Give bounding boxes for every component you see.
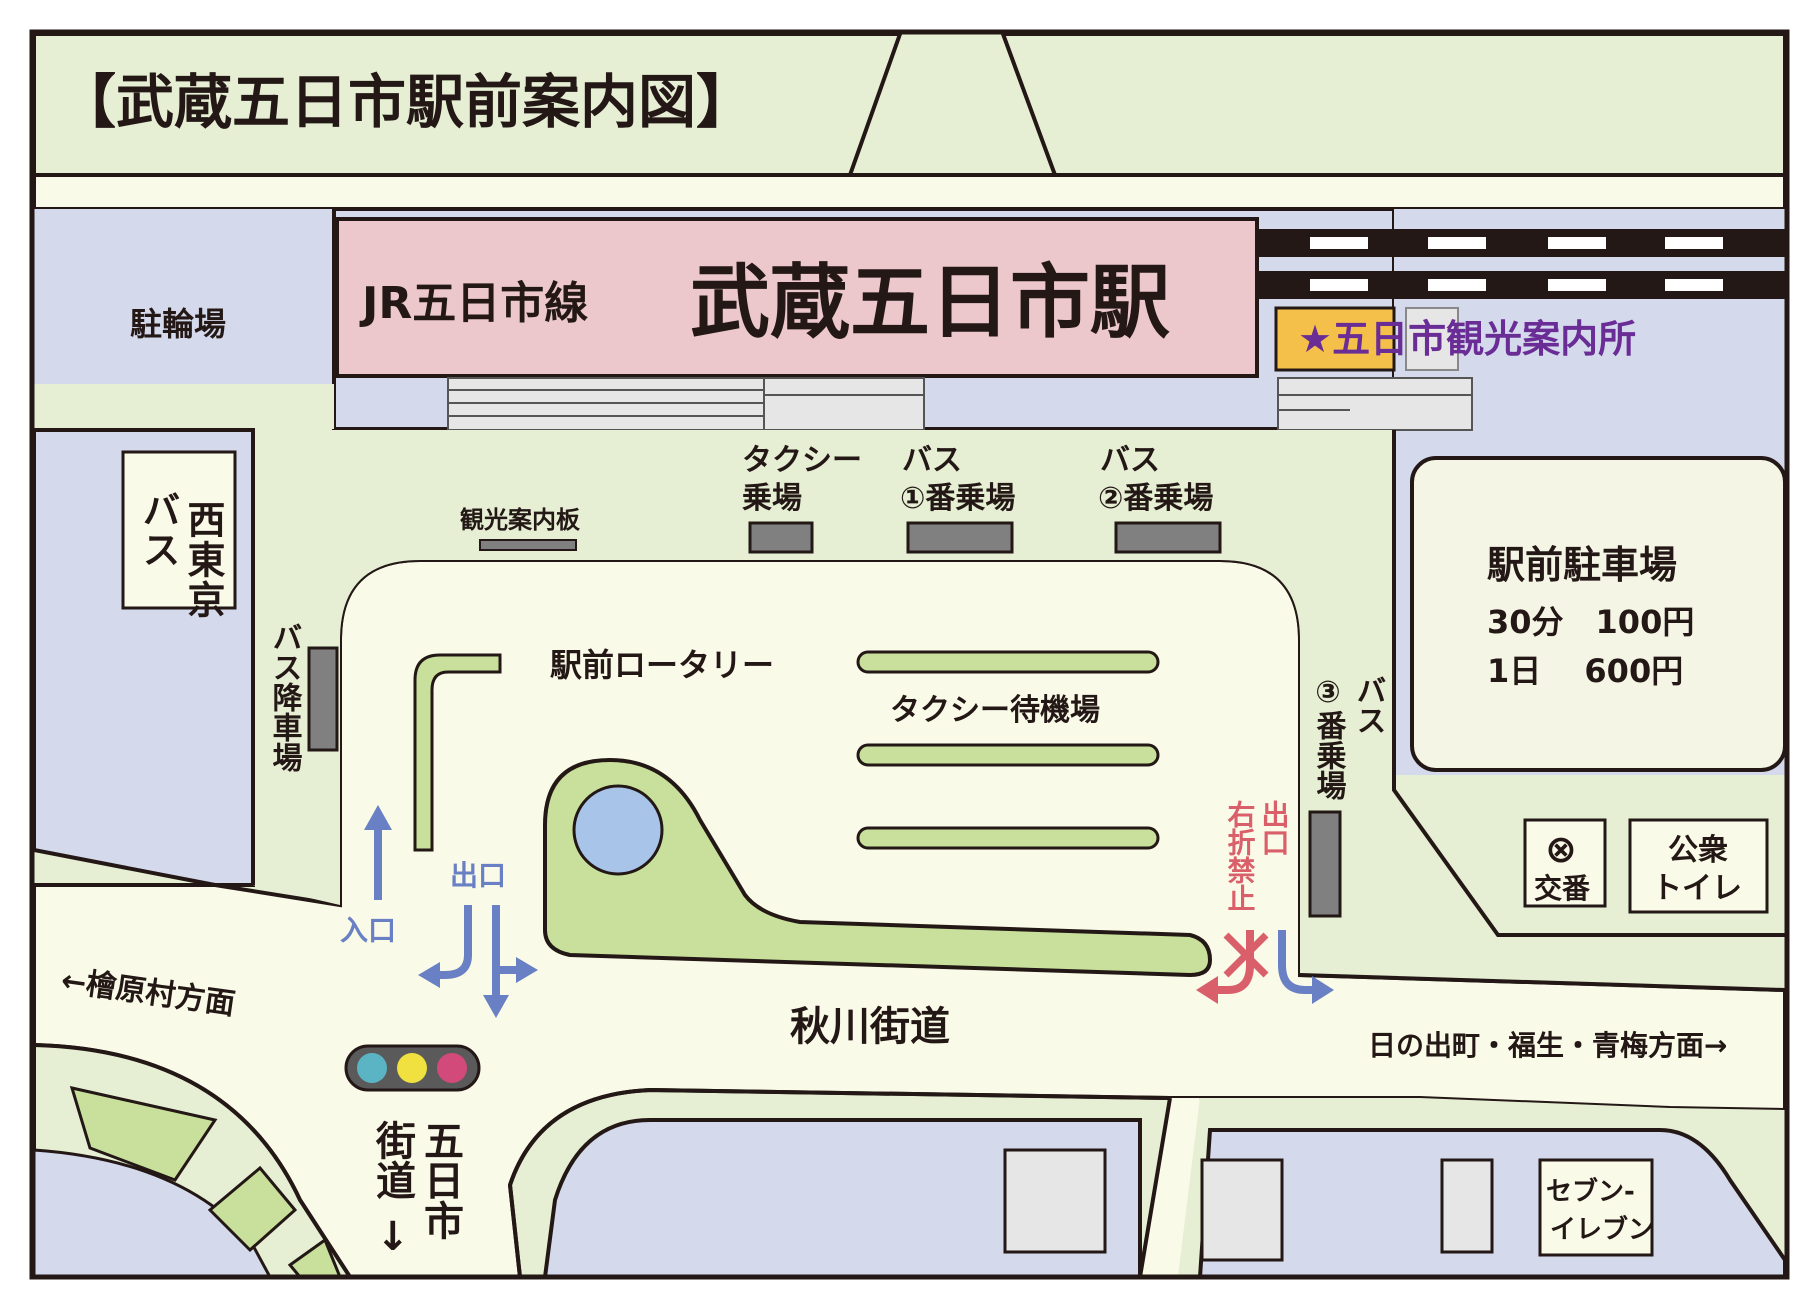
traffic-light-red <box>437 1053 467 1083</box>
road-main-label: 秋川街道 <box>790 1004 950 1050</box>
building-3 <box>1440 1158 1494 1254</box>
police-box-label: 交番 <box>1534 872 1591 905</box>
pond <box>572 784 664 876</box>
exit-right-col2: 右折禁止 <box>1224 800 1257 912</box>
exit-right-blue-arrowhead <box>1312 976 1334 1004</box>
road-south-col2: 街道 <box>369 1120 417 1200</box>
public-toilet <box>1628 818 1769 914</box>
tourist-info-office-box <box>1274 306 1396 372</box>
exit-right-red-arrow <box>1212 930 1254 994</box>
building-2 <box>1200 1158 1284 1262</box>
top-road-band <box>32 173 1787 211</box>
nishitokyo-bus-col1: 西東京 <box>181 500 225 620</box>
bus-stop-1-label-2: ①番乗場 <box>900 481 1015 516</box>
road-south-arrow: ↓ <box>376 1214 410 1260</box>
public-toilet-label-1: 公衆 <box>1668 833 1728 868</box>
tourist-info-board-label: 観光案内板 <box>460 506 581 534</box>
police-box-symbol: ⊗ <box>1545 827 1577 871</box>
station-line-name: JR五日市線 <box>359 278 588 329</box>
exit-right-red-arrowhead <box>1196 976 1218 1004</box>
bus-stop-2-label-1: バス <box>1100 443 1160 478</box>
seven-eleven-label-1: セブン- <box>1546 1176 1635 1207</box>
bus-stop-3-col2: ③番乗場 <box>1311 675 1347 800</box>
tourist-info-office-annex <box>1405 307 1459 371</box>
parking-name: 駅前駐車場 <box>1487 543 1677 587</box>
exit-right-blue-arrow <box>1278 930 1315 994</box>
building-1 <box>1003 1148 1107 1254</box>
tourist-info-office-label: ★五日市観光案内所 <box>1298 317 1636 361</box>
east-road-border <box>1299 973 1786 992</box>
bus-dropoff-label: バス降車場 <box>267 622 303 772</box>
traffic-light-yellow <box>397 1053 427 1083</box>
exit-left-arrowhead-west <box>418 962 440 988</box>
bus-stop-2-marker <box>1114 521 1222 554</box>
exit-left-arrowhead-east <box>516 957 538 983</box>
south-block-1-border <box>507 1087 1171 1278</box>
rotary-curb-left <box>413 653 502 852</box>
bicycle-parking-area <box>34 209 334 384</box>
bus-stop-1-label-1: バス <box>902 443 962 478</box>
exit-left-arrowhead-south <box>483 995 509 1018</box>
police-box <box>1523 818 1607 908</box>
road-south-col1: 五日市 <box>417 1120 463 1240</box>
west-green-strip <box>34 384 334 429</box>
taxi-waiting-lane-2 <box>856 743 1160 767</box>
seven-eleven-box <box>1538 1158 1654 1257</box>
south-side-road <box>1140 1098 1200 1277</box>
taxi-waiting-lane-3 <box>856 826 1160 850</box>
entrance-arrow-head <box>364 805 392 830</box>
taxi-stand-marker <box>748 521 814 554</box>
rotary-label: 駅前ロータリー <box>550 646 774 684</box>
east-border <box>1392 430 1785 937</box>
rotary-grass-island <box>543 757 1213 978</box>
east-green-area <box>1220 430 1785 990</box>
taxi-stand-label-1: タクシー <box>742 443 862 478</box>
parking-rate-1day: 1日 600円 <box>1487 652 1683 690</box>
station-name: 武蔵五日市駅 <box>690 256 1170 349</box>
southwest-grass-1 <box>69 1085 218 1182</box>
south-green-edge <box>542 1118 1142 1279</box>
bus-dropoff-marker <box>307 646 339 752</box>
bus-stop-3-marker <box>1308 810 1342 918</box>
public-toilet-label-2: トイレ <box>1652 871 1742 906</box>
direction-east-label: 日の出町・福生・青梅方面→ <box>1368 1029 1727 1062</box>
bicycle-parking-label: 駐輪場 <box>130 305 226 343</box>
nishitokyo-bus-col2: バス <box>136 490 180 570</box>
bus-stop-1-marker <box>906 521 1014 554</box>
south-road-border <box>1138 1097 1172 1278</box>
exit-right-col1: 出口 <box>1258 800 1291 856</box>
station-stairs <box>447 377 1473 431</box>
entrance-label: 入口 <box>340 914 396 947</box>
taxi-waiting-lane-1 <box>856 650 1160 674</box>
taxi-stand-label-2: 乗場 <box>742 481 802 516</box>
exit-left-label: 出口 <box>450 859 506 892</box>
map-frame <box>29 29 1790 1280</box>
bus-stop-2-label-2: ②番乗場 <box>1098 481 1213 516</box>
tourist-info-board-marker <box>479 539 577 551</box>
seven-eleven-label-2: イレブン <box>1550 1214 1654 1245</box>
taxi-waiting-label: タクシー待機場 <box>890 693 1100 728</box>
traffic-light-green <box>357 1053 387 1083</box>
no-right-turn-cross <box>1223 932 1269 978</box>
parking-rate-30min: 30分 100円 <box>1487 603 1694 641</box>
railway-track-markings <box>1310 237 1723 291</box>
station-building <box>335 217 1259 378</box>
nishitokyo-bus-box <box>121 450 237 610</box>
southwest-grass-2 <box>207 1165 298 1253</box>
map-title: 【武蔵五日市駅前案内図】 <box>58 68 754 136</box>
bus-stop-3-col1: バス <box>1351 675 1386 735</box>
